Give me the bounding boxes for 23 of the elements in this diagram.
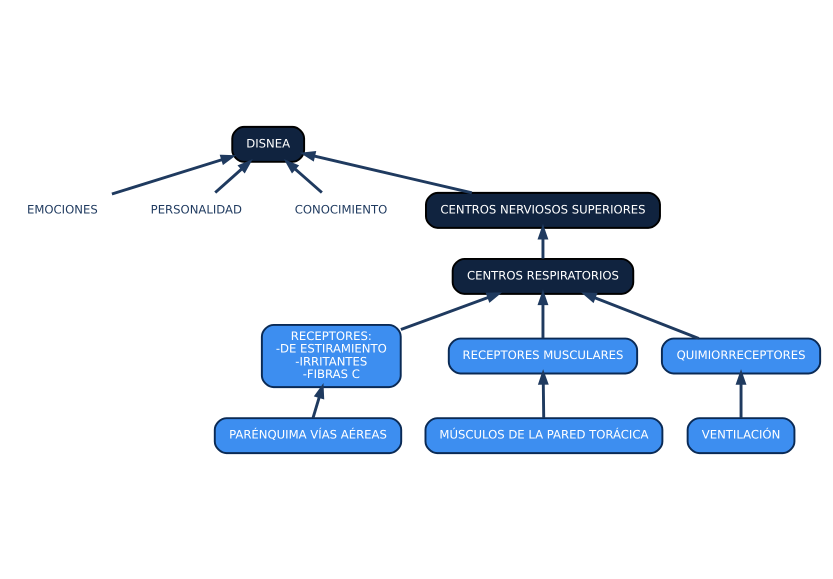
arrow — [300, 150, 472, 194]
node-box: CENTROS NERVIOSOS SUPERIORES — [425, 191, 661, 228]
node-box: PARÉNQUIMA VÍAS AÉREAS — [214, 416, 402, 454]
node-box: RECEPTORES: -DE ESTIRAMIENTO -IRRITANTES -FIBRAS C — [260, 323, 402, 388]
node-box: CENTROS RESPIRATORIOS — [452, 257, 634, 294]
arrow — [538, 289, 548, 338]
node-box: QUIMIORRECEPTORES — [660, 337, 822, 374]
arrow — [111, 154, 236, 195]
node-box: VENTILACIÓN — [686, 416, 796, 454]
node-text: PERSONALIDAD — [150, 202, 242, 216]
node-text: CONOCIMIENTO — [294, 202, 388, 216]
node-box: DISNEA — [231, 125, 306, 162]
arrow — [538, 368, 549, 418]
arrow — [284, 158, 323, 194]
arrow — [312, 382, 324, 418]
node-box: RECEPTORES MUSCULARES — [448, 337, 638, 374]
node-text: EMOCIONES — [26, 202, 98, 216]
arrow — [538, 223, 548, 258]
arrow — [214, 158, 253, 194]
arrow — [581, 292, 700, 340]
arrow — [736, 368, 746, 418]
arrow — [400, 292, 502, 330]
node-box: MÚSCULOS DE LA PARED TORÁCICA — [424, 416, 664, 454]
